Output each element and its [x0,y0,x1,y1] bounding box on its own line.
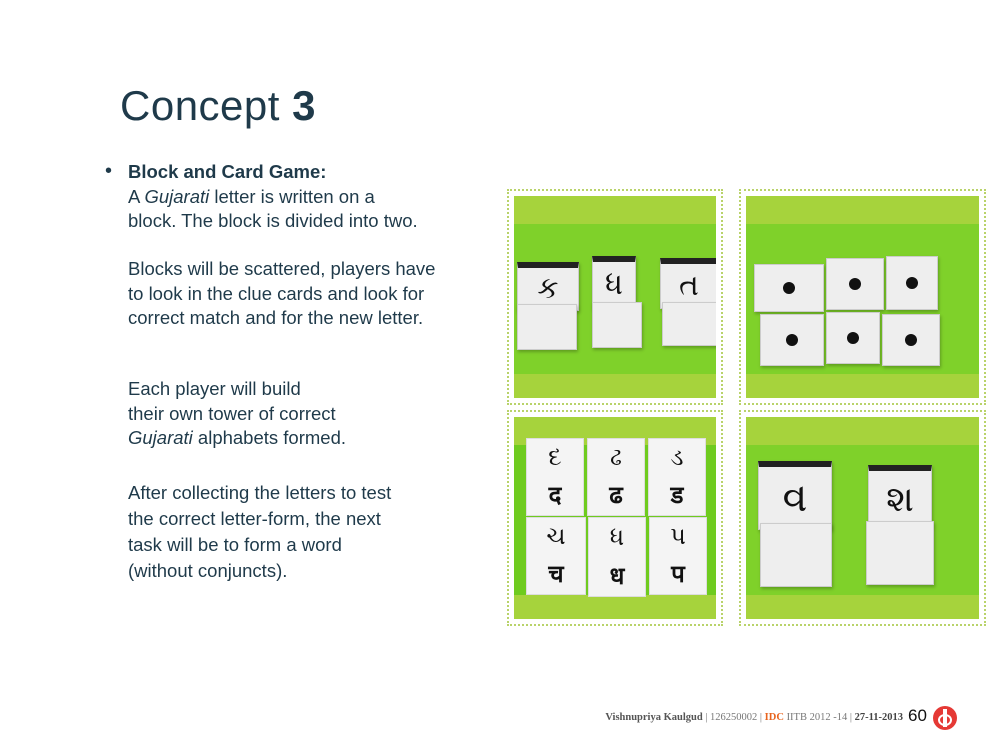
paragraph-word: After collecting the letters to test the… [128,482,392,581]
photo-dot-blocks [739,189,986,405]
dot-icon [906,277,918,289]
dot-icon [786,334,798,346]
footer-credits: Vishnupriya Kaulgud | 126250002 | IDC II… [605,712,903,723]
paragraph-scatter: Blocks will be scattered, players have t… [128,258,436,328]
bullet-heading: Block and Card Game: [128,161,327,182]
idc-logo-icon [933,706,957,730]
dot-icon [783,282,795,294]
photo-letter-blocks: ક ધ ત [507,189,723,405]
dot-icon [847,332,859,344]
page-number: 60 [908,706,927,725]
paragraph-intro: Block and Card Game: A Gujarati letter i… [128,161,418,231]
bullet-icon: • [105,160,113,182]
dot-icon [905,334,917,346]
dot-icon [849,278,861,290]
slide-title: Concept 3 [120,82,316,129]
paragraph-tower: Each player will build their own tower o… [128,378,347,448]
photo-word-blocks: વ શ [739,410,986,626]
